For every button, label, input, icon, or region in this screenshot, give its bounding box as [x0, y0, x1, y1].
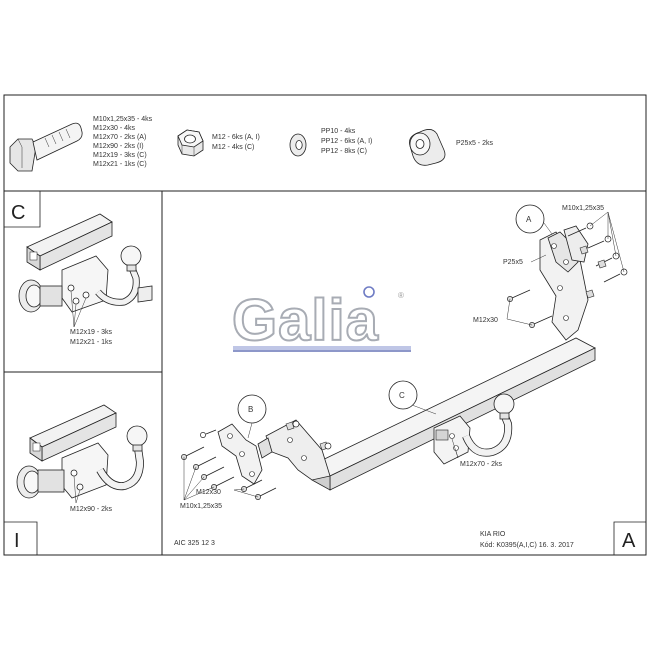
panel-i-letter-box: I — [4, 521, 38, 555]
nut-spec-list: M12 - 6ks (A, I) M12 - 4ks (C) — [212, 134, 260, 151]
nut-spec: M12 - 4ks (C) — [212, 144, 254, 151]
tow-ball-assembly — [433, 393, 515, 465]
logo-registered-mark: ® — [398, 291, 404, 300]
callout-a: A — [515, 204, 553, 235]
callout-b-letter: B — [248, 405, 253, 414]
panel-c-letter-box: C — [4, 191, 41, 228]
washer-spec: PP12 - 8ks (C) — [321, 148, 367, 155]
drawing-code: AIC 325 12 3 — [174, 540, 215, 547]
bolt-spec-list: M10x1,25x35 - 4ks M12x30 - 4ks M12x70 - … — [93, 116, 153, 168]
panel-i-detail — [16, 404, 148, 504]
thick-washer-icon — [409, 129, 446, 166]
label-m12x70: M12x70 - 2ks — [460, 461, 503, 468]
label-m12x30-right: M12x30 — [473, 317, 498, 324]
callout-c-letter: C — [399, 391, 405, 400]
panel-a-letter-box: A — [613, 521, 646, 555]
label-p25: P25x5 — [503, 259, 523, 266]
panel-c-letter: C — [11, 202, 25, 224]
callout-c: C — [388, 380, 437, 415]
plate-spec: P25x5 - 2ks — [456, 140, 493, 147]
bolt-spec: M12x90 - 2ks (I) — [93, 143, 144, 150]
hex-nut-icon — [177, 129, 204, 157]
panel-c-detail — [18, 213, 153, 328]
galia-logo: Galia ® — [231, 286, 411, 354]
panel-c-label: M12x21 - 1ks — [70, 339, 113, 346]
label-m10-right: M10x1,25x35 — [562, 205, 604, 212]
bolt-spec: M12x30 - 4ks — [93, 125, 136, 132]
logo-dot — [363, 286, 375, 298]
label-leaders — [183, 211, 625, 501]
panel-i-letter: I — [14, 530, 20, 552]
logo-bar — [233, 346, 411, 350]
bolt-spec: M12x70 - 2ks (A) — [93, 134, 146, 141]
callout-a-letter: A — [526, 215, 532, 224]
washer-spec: PP10 - 4ks — [321, 128, 356, 135]
galia-logo-text: Galia — [232, 288, 379, 353]
vehicle-model: KIA RIO — [480, 531, 506, 538]
washer-spec-list: PP10 - 4ks PP12 - 6ks (A, I) PP12 - 8ks … — [321, 128, 372, 155]
washer-spec: PP12 - 6ks (A, I) — [321, 138, 372, 145]
product-code-date: Kód: K0395(A,I,C) 16. 3. 2017 — [480, 542, 574, 549]
bolt-spec: M12x21 - 1ks (C) — [93, 161, 147, 168]
logo-bar-dark — [233, 350, 411, 352]
bolt-spec: M12x19 - 3ks (C) — [93, 152, 147, 159]
drawing-frame — [3, 94, 647, 556]
washer-icon — [289, 133, 307, 157]
label-m12x30-left: M12x30 — [196, 489, 221, 496]
panel-i-label: M12x90 - 2ks — [70, 506, 113, 513]
panel-c-label: M12x19 - 3ks — [70, 329, 113, 336]
left-mount-bracket — [217, 419, 331, 485]
right-bracket-hardware — [507, 222, 628, 328]
nut-spec: M12 - 6ks (A, I) — [212, 134, 260, 141]
callout-b: B — [237, 394, 267, 439]
bolt-spec: M10x1,25x35 - 4ks — [93, 116, 153, 123]
panel-a-letter: A — [622, 530, 636, 552]
label-m10-left: M10x1,25x35 — [180, 503, 222, 510]
bolt-icon — [9, 122, 83, 172]
